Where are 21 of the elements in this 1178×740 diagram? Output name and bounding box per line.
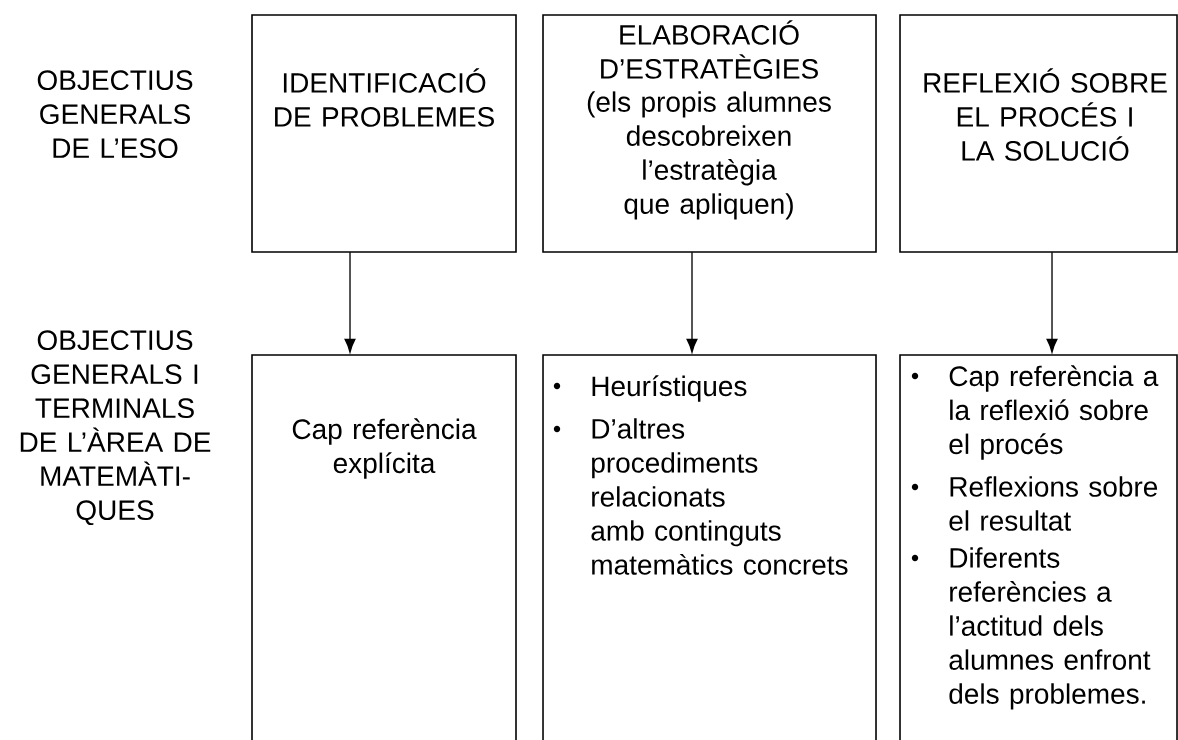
row-label: OBJECTIUS GENERALS DE L’ESO bbox=[37, 70, 193, 159]
box bbox=[251, 14, 517, 253]
list-item: D’altres procediments relacionats amb continguts matemàtics concrets bbox=[553, 418, 848, 575]
box-text: Cap referència explícita bbox=[292, 418, 477, 479]
row-label: OBJECTIUS GENERALS I TERMINALS DE L’ÀREA DE MATEMÀTI- QUES bbox=[20, 330, 211, 526]
box-text: (els propis alumnes descobreixen l’estratègia que apliquen) bbox=[587, 91, 831, 220]
arrow bbox=[344, 251, 356, 353]
box bbox=[542, 354, 877, 740]
arrow bbox=[686, 251, 698, 353]
arrow bbox=[1046, 251, 1058, 353]
box bbox=[251, 354, 517, 740]
list-item: Diferents referències a l’actitud dels alumnes enfront dels problemes. bbox=[911, 547, 1151, 710]
box bbox=[542, 14, 877, 253]
list-item: Cap referència a la reflexió sobre el procés bbox=[911, 365, 1159, 460]
list-item: Heurístiques bbox=[553, 375, 747, 402]
box bbox=[899, 14, 1178, 253]
box-text: ELABORACIÓ D’ESTRATÈGIES bbox=[601, 20, 818, 79]
box-text: REFLEXIÓ SOBRE EL PROCÉS I LA SOLUCIÓ bbox=[924, 68, 1167, 161]
list-item: Reflexions sobre el resultat bbox=[911, 476, 1158, 531]
box bbox=[899, 354, 1178, 740]
box-text: IDENTIFICACIÓ DE PROBLEMES bbox=[275, 68, 494, 127]
